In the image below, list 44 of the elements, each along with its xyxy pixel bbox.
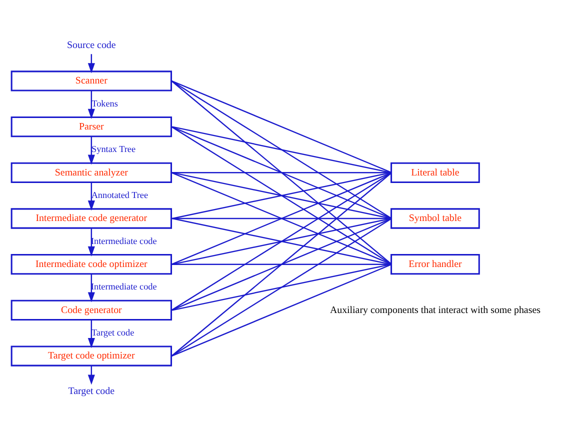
node-box: Code generator	[10, 299, 172, 320]
node-text: Source code	[67, 40, 116, 51]
arrow	[88, 319, 95, 348]
connector	[171, 263, 392, 264]
node-box: Symbol table	[390, 208, 480, 228]
node-box: Parser	[10, 116, 172, 137]
connector	[171, 172, 392, 173]
connector	[171, 172, 392, 356]
connector	[171, 80, 392, 219]
connector	[171, 217, 392, 356]
arrow	[88, 54, 95, 73]
arrow	[88, 274, 95, 302]
connector	[171, 263, 392, 356]
arrow	[88, 182, 95, 210]
connector	[172, 172, 392, 219]
connector	[172, 263, 392, 310]
arrow	[88, 136, 95, 164]
edge-label: Intermediate code	[90, 235, 157, 246]
edge-label: Annotated Tree	[91, 189, 148, 200]
connector	[171, 172, 392, 264]
arrow	[88, 90, 95, 118]
node-box: Semantic analyzer	[10, 162, 172, 182]
connector	[171, 172, 392, 310]
node-box: Scanner	[10, 70, 172, 91]
connector	[171, 80, 392, 264]
edge-label: Tokens	[92, 98, 118, 108]
edge-label: Syntax Tree	[92, 144, 136, 154]
node-box: Intermediate code optimizer	[10, 254, 172, 274]
connector	[171, 217, 392, 310]
connector	[172, 126, 392, 173]
node-box: Target code optimizer	[10, 345, 172, 366]
connector	[171, 126, 392, 219]
label: Auxiliary components that interact with some phases	[330, 304, 540, 316]
connector	[171, 80, 392, 173]
node-text: Target code	[68, 386, 115, 397]
edge-label: Target code	[91, 326, 134, 337]
node-box: Error handler	[390, 254, 480, 274]
arrow	[88, 365, 95, 384]
connector	[171, 126, 392, 264]
arrow	[88, 228, 95, 256]
edge-label: Intermediate code	[90, 281, 157, 292]
node-box: Intermediate code generator	[10, 208, 172, 228]
node-box: Literal table	[390, 162, 480, 182]
connector	[172, 217, 392, 264]
